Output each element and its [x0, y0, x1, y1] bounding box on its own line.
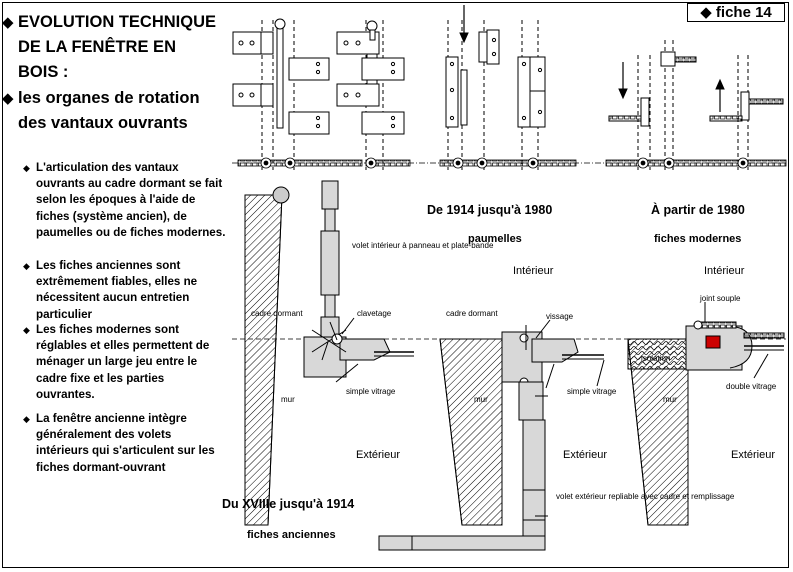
subtitle-old: fiches anciennes: [247, 529, 336, 541]
label-interieur-mid: Intérieur: [513, 265, 554, 277]
heading-evolution: ◆ EVOLUTION TECHNIQUE DE LA FENÊTRE EN B…: [2, 10, 218, 85]
title-old-period: Du XVIIIe jusqu'à 1914: [222, 497, 355, 511]
heading-organes: ◆ les organes de rotation des vantaux ou…: [2, 86, 218, 136]
fiche-label: fiche 14: [715, 4, 772, 21]
title-paumelles-period: De 1914 jusqu'à 1980: [427, 203, 553, 217]
bullet-articulation: ◆ L'articulation des vantaux ouvrants au…: [23, 160, 226, 241]
title-modern-period: À partir de 1980: [651, 203, 745, 217]
bullet-text: La fenêtre ancienne intègre généralement…: [36, 412, 215, 474]
label-interieur-modern: Intérieur: [704, 265, 745, 277]
modern-hinges-elevation: [608, 40, 784, 170]
label-clavetage: clavetage: [357, 309, 392, 318]
bullet-volets: ◆ La fenêtre ancienne intègre généraleme…: [23, 411, 226, 476]
fiche-tag: ◆ fiche 14: [687, 3, 785, 22]
mid-section: [378, 319, 604, 551]
old-section: [244, 180, 414, 526]
subtitle-paumelles: paumelles: [468, 233, 522, 245]
label-mur-old: mur: [281, 395, 295, 404]
label-volet-interieur: volet intérieur à panneau et plate-bande: [352, 241, 494, 250]
heading-evolution-text: EVOLUTION TECHNIQUE DE LA FENÊTRE EN BOI…: [18, 13, 217, 81]
label-cadre-dormant-mid: cadre dormant: [446, 309, 498, 318]
label-double-vitrage: double vitrage: [726, 382, 777, 391]
bullet-fiches-modernes: ◆ Les fiches modernes sont réglables et …: [23, 322, 226, 403]
bullet-text: Les fiches anciennes sont extrêmement fi…: [36, 259, 198, 321]
hinge-plan-views: [237, 157, 787, 169]
old-hinges-elevation: [232, 18, 405, 170]
label-simple-vitrage-old: simple vitrage: [346, 387, 396, 396]
label-joint-souple: joint souple: [700, 294, 741, 303]
subtitle-modern: fiches modernes: [654, 233, 742, 245]
bullet-fiches-anciennes: ◆ Les fiches anciennes sont extrêmement …: [23, 258, 226, 323]
mid-hinges-elevation: [445, 5, 546, 170]
label-simple-vitrage-mid: simple vitrage: [567, 387, 617, 396]
modern-section: [627, 302, 785, 526]
diamond-bullet-icon: ◆: [23, 163, 30, 173]
label-exterieur-old: Extérieur: [356, 449, 401, 461]
label-isolation: isolation: [641, 354, 671, 363]
label-volet-exterieur: volet extérieur repliable avec cadre et …: [556, 492, 735, 501]
heading-organes-text: les organes de rotation des vantaux ouvr…: [18, 89, 200, 132]
label-exterieur-modern: Extérieur: [731, 449, 776, 461]
label-cadre-dormant-old: cadre dormant: [251, 309, 303, 318]
diamond-bullet-icon: ◆: [2, 90, 14, 107]
label-exterieur-mid: Extérieur: [563, 449, 608, 461]
bullet-text: L'articulation des vantaux ouvrants au c…: [36, 161, 226, 239]
label-mur-mid: mur: [474, 395, 488, 404]
bullet-text: Les fiches modernes sont réglables et el…: [36, 323, 210, 401]
label-mur-modern: mur: [663, 395, 677, 404]
label-vissage: vissage: [546, 312, 574, 321]
diamond-bullet-icon: ◆: [2, 14, 14, 31]
diamond-bullet-icon: ◆: [23, 261, 30, 271]
diamond-bullet-icon: ◆: [23, 325, 30, 335]
arrows: [335, 353, 769, 389]
diamond-bullet-icon: ◆: [23, 414, 30, 424]
